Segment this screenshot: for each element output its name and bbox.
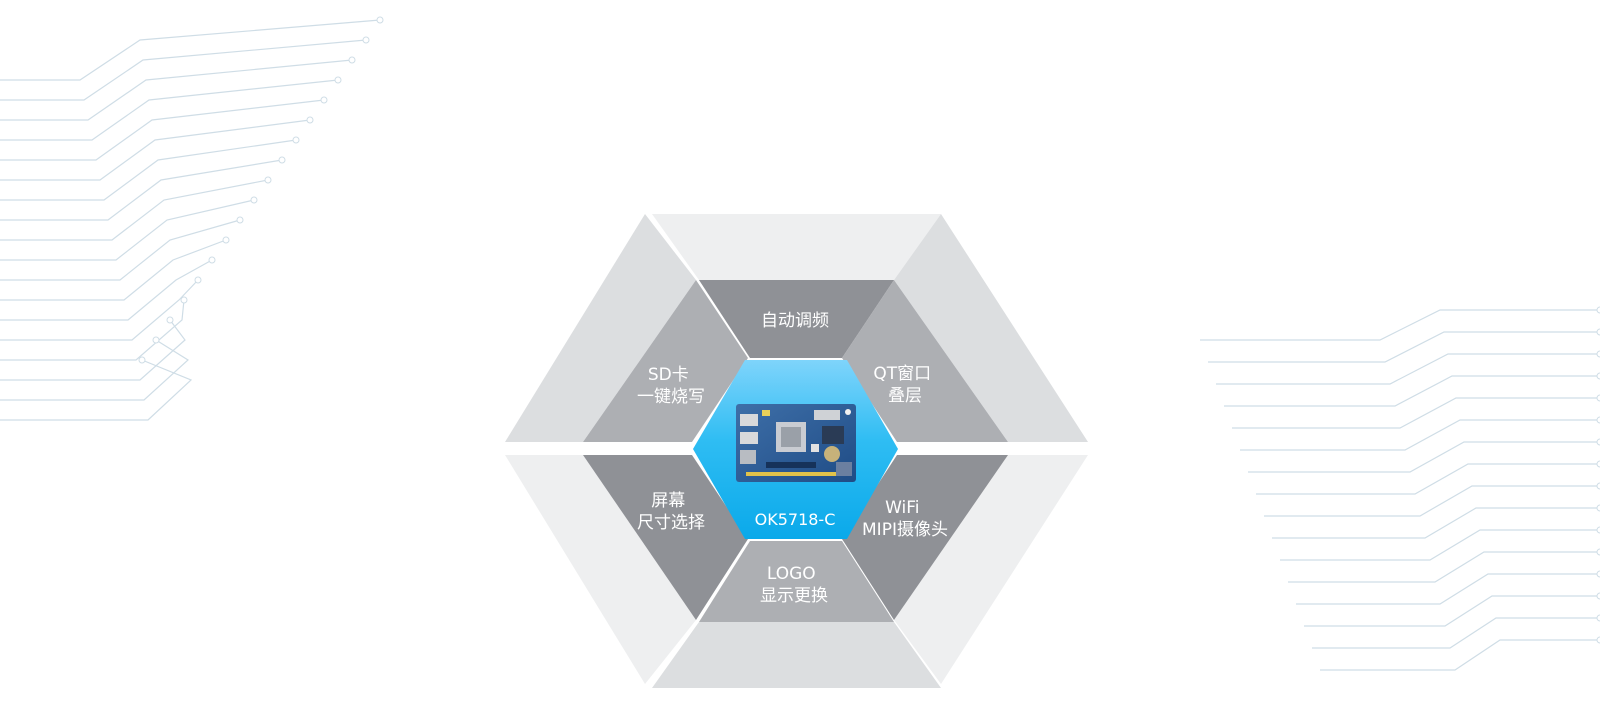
segment-auto-frequency[interactable] <box>699 280 894 358</box>
segment-label-screen-size: 屏幕 尺寸选择 <box>637 491 705 533</box>
segment-label-qt-window-overlay: QT窗口 叠层 <box>873 364 936 406</box>
outer-panel-bottom-right <box>894 455 1088 684</box>
circuit-trace <box>0 119 311 181</box>
segment-logo-change[interactable] <box>699 541 894 622</box>
circuit-node <box>1596 482 1600 490</box>
segment-wifi-mipi-camera[interactable] <box>842 455 1008 620</box>
circuit-node <box>180 296 188 304</box>
circuit-node <box>1596 438 1600 446</box>
circuit-trace <box>1312 617 1600 649</box>
circuit-node <box>1596 548 1600 556</box>
outer-hexagon-panels <box>505 214 1088 688</box>
circuit-pattern-right <box>1200 306 1600 671</box>
circuit-trace <box>0 59 353 121</box>
circuit-node <box>292 136 300 144</box>
circuit-node <box>278 156 286 164</box>
circuit-node <box>1596 350 1600 358</box>
circuit-trace <box>0 219 241 281</box>
circuit-node <box>1596 328 1600 336</box>
circuit-trace <box>1296 573 1600 605</box>
circuit-trace <box>1232 397 1600 429</box>
circuit-node <box>1596 306 1600 314</box>
outer-panel-bottom <box>652 622 941 688</box>
circuit-trace <box>1248 441 1600 473</box>
circuit-node <box>1596 614 1600 622</box>
outer-panel-top-right <box>894 214 1088 442</box>
circuit-node <box>250 196 258 204</box>
circuit-node <box>1596 504 1600 512</box>
segment-screen-size[interactable] <box>583 455 748 620</box>
circuit-trace <box>0 339 189 401</box>
circuit-node <box>1596 636 1600 644</box>
circuit-node <box>1596 592 1600 600</box>
circuit-trace <box>0 159 283 221</box>
circuit-trace <box>1240 419 1600 451</box>
circuit-node <box>236 216 244 224</box>
circuit-trace <box>0 359 193 421</box>
circuit-node <box>362 36 370 44</box>
circuit-node <box>1596 372 1600 380</box>
circuit-trace <box>0 19 381 81</box>
segment-qt-window-overlay[interactable] <box>842 280 1008 442</box>
circuit-node <box>166 316 174 324</box>
circuit-trace <box>1280 529 1600 561</box>
segment-label-sd-card-flash: SD卡 一键烧写 <box>637 365 705 407</box>
circuit-node <box>334 76 342 84</box>
circuit-trace <box>0 319 186 381</box>
circuit-trace <box>0 79 339 141</box>
circuit-node <box>152 336 160 344</box>
outer-panel-top-left <box>505 214 696 442</box>
circuit-node <box>194 276 202 284</box>
circuit-trace <box>0 139 297 201</box>
circuit-node <box>1596 460 1600 468</box>
circuit-node <box>264 176 272 184</box>
circuit-trace <box>1288 551 1600 583</box>
circuit-trace <box>0 279 199 341</box>
circuit-trace <box>1264 485 1600 517</box>
circuit-trace <box>1320 639 1600 671</box>
circuit-trace <box>0 179 269 241</box>
circuit-trace <box>1208 331 1600 363</box>
circuit-node <box>1596 394 1600 402</box>
circuit-trace <box>0 99 325 161</box>
circuit-node <box>348 56 356 64</box>
segment-sd-card-flash[interactable] <box>583 280 748 442</box>
circuit-trace <box>1304 595 1600 627</box>
circuit-trace <box>1256 463 1600 495</box>
circuit-trace <box>0 39 367 101</box>
circuit-node <box>208 256 216 264</box>
segment-label-logo-change: LOGO 显示更换 <box>760 564 828 606</box>
circuit-trace <box>0 259 213 321</box>
circuit-trace <box>1216 353 1600 385</box>
circuit-node <box>1596 526 1600 534</box>
outer-panel-bottom-left <box>505 455 696 684</box>
circuit-node <box>222 236 230 244</box>
circuit-trace <box>1200 309 1600 341</box>
circuit-trace <box>1272 507 1600 539</box>
circuit-node <box>306 116 314 124</box>
circuit-node <box>1596 570 1600 578</box>
circuit-trace <box>0 239 227 301</box>
product-name: OK5718-C <box>755 510 836 529</box>
circuit-node <box>376 16 384 24</box>
circuit-node <box>1596 416 1600 424</box>
circuit-board-icon <box>736 404 856 482</box>
feature-segments <box>583 280 1008 622</box>
outer-panel-top <box>652 214 941 280</box>
segment-label-auto-frequency: 自动调频 <box>761 311 829 331</box>
circuit-trace <box>0 199 255 261</box>
circuit-node <box>320 96 328 104</box>
segment-label-wifi-mipi-camera: WiFi MIPI摄像头 <box>862 498 948 540</box>
circuit-trace <box>1224 375 1600 407</box>
circuit-pattern-left <box>0 16 384 421</box>
circuit-node <box>138 356 146 364</box>
